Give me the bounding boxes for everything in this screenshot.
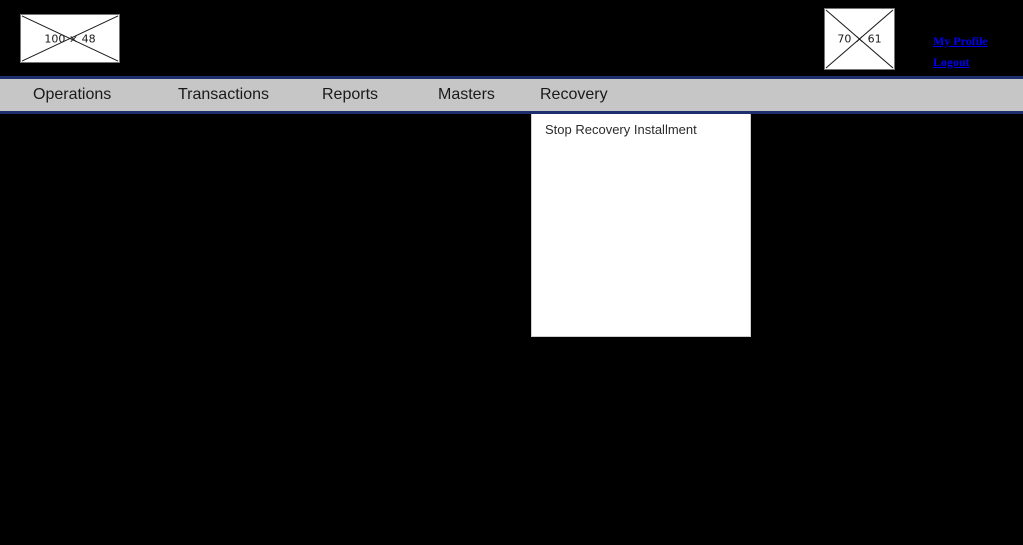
menu-item-reports-label: Reports: [322, 86, 379, 103]
recovery-dropdown-menu: Stop Recovery Installment: [531, 114, 751, 337]
menu-item-masters-label: Masters: [438, 86, 495, 103]
recovery-dropdown-list: Stop Recovery Installment: [532, 114, 750, 145]
menu-item-reports[interactable]: Reports: [322, 79, 378, 111]
menu-item-transactions-label: Transactions: [178, 86, 269, 103]
broken-image-x-icon: [21, 15, 119, 62]
my-profile-link[interactable]: My Profile: [933, 34, 988, 48]
broken-image-x-icon: [825, 9, 894, 69]
page-content-area: [0, 114, 1023, 545]
dropdown-list-item[interactable]: Stop Recovery Installment: [532, 114, 750, 145]
bank-logo-placeholder-label: 70 × 61: [837, 32, 882, 46]
site-logo-image-placeholder[interactable]: 100 × 48: [20, 14, 120, 63]
menu-item-masters[interactable]: Masters: [438, 79, 495, 111]
account-links: My Profile Logout: [933, 31, 1019, 73]
bank-logo-image-placeholder[interactable]: 70 × 61: [824, 8, 895, 70]
menu-item-recovery-label: Recovery: [540, 86, 608, 103]
main-navigation-bar: Operations Transactions Reports Masters …: [0, 76, 1023, 114]
menu-item-recovery[interactable]: Recovery: [540, 79, 608, 111]
site-logo-placeholder-label: 100 × 48: [44, 32, 96, 45]
logout-link[interactable]: Logout: [933, 55, 970, 69]
menu-item-operations[interactable]: Operations: [33, 79, 111, 111]
dropdown-item-stop-recovery-installment[interactable]: Stop Recovery Installment: [545, 122, 697, 137]
menu-item-operations-label: Operations: [33, 86, 112, 103]
page-header: 100 × 48 70 × 61 My Profile Logout: [0, 0, 1023, 76]
main-menu-list: Operations Transactions Reports Masters …: [0, 79, 1023, 111]
menu-item-transactions[interactable]: Transactions: [178, 79, 269, 111]
